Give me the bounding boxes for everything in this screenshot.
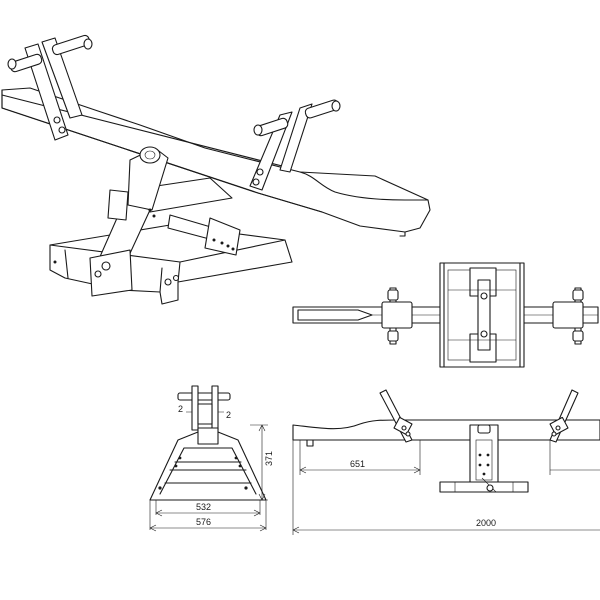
dim-seat-offset: 651: [350, 459, 365, 469]
dim-base-height: 371: [264, 451, 274, 466]
base-frame: [49, 146, 293, 305]
left-handle-assembly: [7, 34, 93, 141]
dim-base-outer-width: 576: [196, 517, 211, 527]
dim-gap-right: 2: [226, 410, 231, 420]
front-view: 651 2000: [292, 389, 600, 535]
isometric-view: [1, 34, 431, 305]
dim-base-inner-width: 532: [196, 502, 211, 512]
dim-total-length: 2000: [476, 518, 496, 528]
front-view-post: [469, 424, 499, 486]
right-handle-assembly: [249, 99, 341, 191]
seesaw-beam: [1, 87, 431, 237]
end-view: 2 2 371 532 576: [149, 385, 274, 532]
dim-gap-left: 2: [178, 404, 183, 414]
top-view: [292, 262, 599, 368]
